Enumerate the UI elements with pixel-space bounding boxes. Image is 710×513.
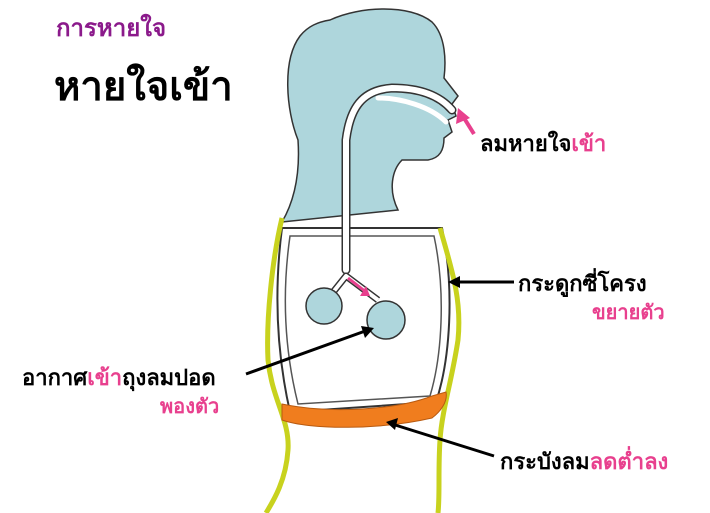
label-inhaled-air-black: ลมหายใจ xyxy=(480,132,571,157)
label-ribs-expand: ขยายตัว xyxy=(592,296,665,328)
label-diaphragm: กระบังลมลดต่ำลง xyxy=(500,444,668,479)
alveolus-right xyxy=(367,301,405,339)
label-alveoli-black-a: อากาศ xyxy=(22,366,87,391)
alveolus-left xyxy=(306,288,342,324)
label-inhaled-air: ลมหายใจเข้า xyxy=(480,126,606,161)
label-alveoli-inflate: พองตัว xyxy=(160,390,219,422)
airflow-arrow-nose xyxy=(464,118,474,134)
chest-cavity xyxy=(277,228,449,412)
label-diaphragm-pink: ลดต่ำลง xyxy=(590,450,669,475)
head-neck-silhouette xyxy=(282,9,458,222)
label-inhaled-air-pink: เข้า xyxy=(571,132,606,157)
label-alveoli-pink: เข้า xyxy=(87,366,122,391)
label-diaphragm-black: กระบังลม xyxy=(500,450,590,475)
diagram-subtitle: การหายใจ xyxy=(56,8,166,47)
label-alveoli-black-b: ถุงลมปอด xyxy=(122,366,216,391)
diagram-title: หายใจเข้า xyxy=(54,54,233,118)
